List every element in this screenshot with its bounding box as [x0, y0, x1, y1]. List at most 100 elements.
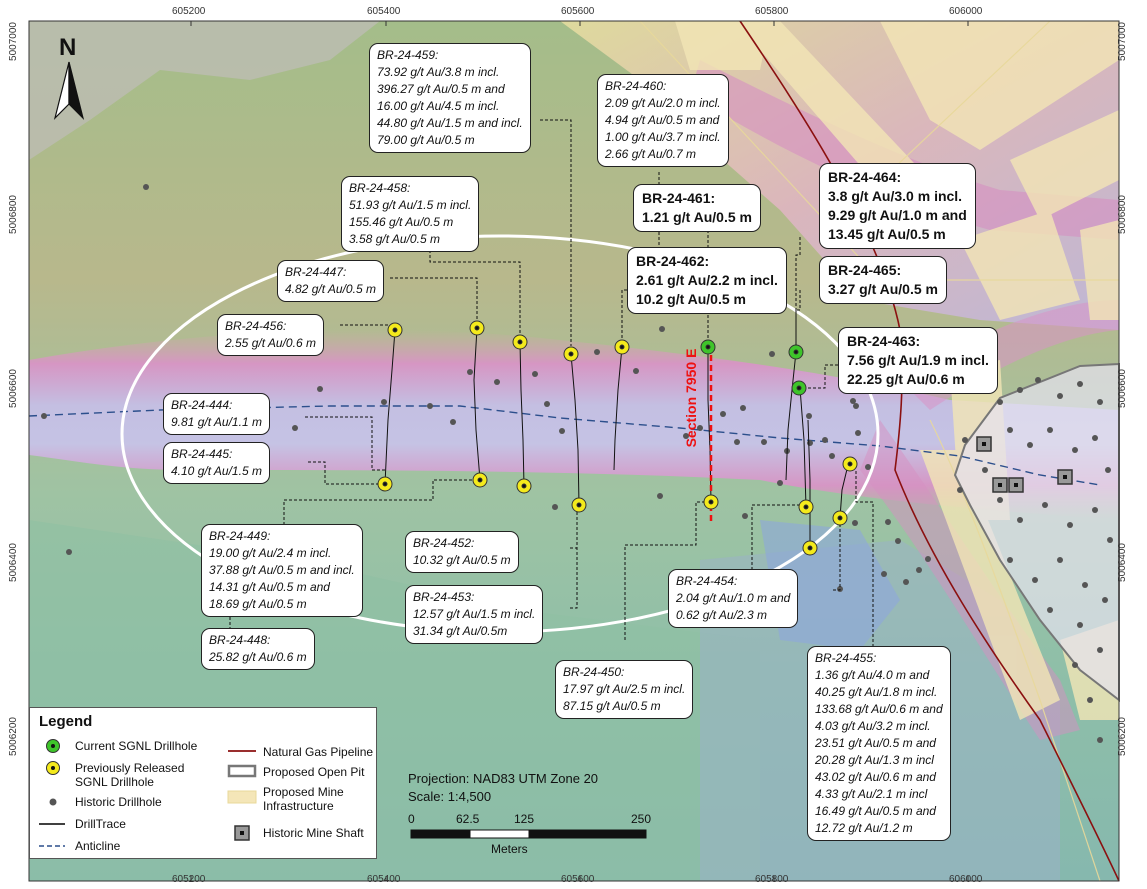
callout-line: BR-24-456: [225, 319, 287, 333]
callout-line: 3.8 g/t Au/3.0 m incl. [828, 188, 963, 204]
callout-line: BR-24-464: [828, 169, 902, 185]
callout-br-24-460: BR-24-460:2.09 g/t Au/2.0 m incl.4.94 g/… [597, 74, 729, 167]
legend-label-pipeline: Natural Gas Pipeline [263, 745, 374, 759]
callout-line: 14.31 g/t Au/0.5 m and [209, 580, 330, 594]
legend-label-anticline: Anticline [75, 839, 121, 853]
projection-text: Projection: NAD83 UTM Zone 20 [408, 771, 599, 786]
scale-unit: Meters [491, 842, 528, 856]
callout-br-24-453: BR-24-453:12.57 g/t Au/1.5 m incl.31.34 … [405, 585, 544, 644]
callout-br-24-462: BR-24-462:2.61 g/t Au/2.2 m incl.10.2 g/… [627, 247, 787, 314]
callout-line: 44.80 g/t Au/1.5 m and incl. [377, 116, 523, 130]
callout-line: 9.81 g/t Au/1.1 m [171, 415, 262, 429]
y-tick-left-4: 5006400 [7, 543, 19, 582]
legend-label-drilltrace: DrillTrace [75, 817, 126, 831]
historic-drillhole-icon [49, 798, 57, 806]
callout-line: BR-24-454: [676, 574, 738, 588]
callout-line: 133.68 g/t Au/0.6 m and [815, 702, 943, 716]
section-label: Section 7950 E [683, 348, 699, 448]
callout-line: BR-24-461: [642, 190, 716, 206]
callout-line: 16.00 g/t Au/4.5 m incl. [377, 99, 500, 113]
x-tick-top-5: 606000 [949, 6, 983, 17]
y-tick-right-1: 5007000 [1116, 22, 1128, 61]
y-tick-right-3: 5006600 [1116, 369, 1128, 408]
north-arrow-icon [53, 61, 85, 120]
callout-line: BR-24-453: [413, 590, 475, 604]
callout-br-24-449: BR-24-449:19.00 g/t Au/2.4 m incl.37.88 … [201, 524, 363, 617]
callout-line: 23.51 g/t Au/0.5 m and [815, 736, 936, 750]
y-tick-left-5: 5006200 [7, 717, 19, 756]
callout-line: 2.61 g/t Au/2.2 m incl. [636, 272, 778, 288]
callout-line: 2.55 g/t Au/0.6 m [225, 336, 316, 350]
callout-line: BR-24-459: [377, 48, 439, 62]
callout-line: BR-24-462: [636, 253, 710, 269]
callout-line: 1.00 g/t Au/3.7 m incl. [605, 130, 721, 144]
callout-line: 31.34 g/t Au/0.5m [413, 624, 508, 638]
callout-line: 17.97 g/t Au/2.5 m incl. [563, 682, 686, 696]
callout-line: BR-24-458: [349, 181, 411, 195]
x-tick-bottom-4: 605800 [755, 874, 789, 885]
projection-info: Projection: NAD83 UTM Zone 20 Scale: 1:4… [408, 770, 598, 806]
callout-line: BR-24-465: [828, 262, 902, 278]
historic-drillholes [41, 184, 1113, 743]
callout-br-24-444: BR-24-444: 9.81 g/t Au/1.1 m [163, 393, 270, 435]
legend-title: Legend [39, 713, 93, 730]
frame-ticks [190, 21, 969, 881]
callout-line: 16.49 g/t Au/0.5 m and [815, 804, 936, 818]
legend-label-open-pit: Proposed Open Pit [263, 765, 365, 779]
legend-label-historic: Historic Drillhole [75, 795, 162, 809]
callout-br-24-458: BR-24-458:51.93 g/t Au/1.5 m incl.155.46… [341, 176, 480, 252]
legend-label-previous: Previously Released SGNL Drillhole [75, 761, 185, 789]
callout-line: 37.88 g/t Au/0.5 m and incl. [209, 563, 355, 577]
callout-line: 20.28 g/t Au/1.3 m incl [815, 753, 934, 767]
callout-line: 2.09 g/t Au/2.0 m incl. [605, 96, 721, 110]
callout-line: BR-24-450: [563, 665, 625, 679]
x-tick-top-2: 605400 [367, 6, 401, 17]
callout-line: BR-24-448: [209, 633, 271, 647]
callout-line: BR-24-452: [413, 536, 475, 550]
callout-line: BR-24-444: [171, 398, 233, 412]
historic-mine-shafts [976, 436, 1073, 493]
x-tick-top-1: 605200 [172, 6, 206, 17]
callout-br-24-465: BR-24-465:3.27 g/t Au/0.5 m [819, 256, 947, 304]
callout-line: 51.93 g/t Au/1.5 m incl. [349, 198, 472, 212]
x-tick-bottom-1: 605200 [172, 874, 206, 885]
mine-infrastructure-icon [227, 790, 257, 804]
callout-line: 2.66 g/t Au/0.7 m [605, 147, 696, 161]
callout-br-24-448: BR-24-448: 25.82 g/t Au/0.6 m [201, 628, 315, 670]
y-tick-right-2: 5006800 [1116, 195, 1128, 234]
callout-line: 396.27 g/t Au/0.5 m and [377, 82, 505, 96]
callout-br-24-459: BR-24-459: 73.92 g/t Au/3.8 m incl. 396.27… [369, 43, 531, 153]
callout-line: 43.02 g/t Au/0.6 m and [815, 770, 936, 784]
callout-line: 13.45 g/t Au/0.5 m [828, 226, 946, 242]
callout-line: BR-24-455: [815, 651, 877, 665]
callout-line: 73.92 g/t Au/3.8 m incl. [377, 65, 500, 79]
callout-line: 9.29 g/t Au/1.0 m and [828, 207, 967, 223]
scale-bar [410, 829, 647, 839]
callout-br-24-463: BR-24-463:7.56 g/t Au/1.9 m incl.22.25 g… [838, 327, 998, 394]
callout-br-24-452: BR-24-452: 10.32 g/t Au/0.5 m [405, 531, 519, 573]
green-drillhole-icon [46, 739, 60, 753]
drill-trace-icon [39, 823, 65, 825]
callout-line: 4.82 g/t Au/0.5 m [285, 282, 376, 296]
callout-line: 4.33 g/t Au/2.1 m incl [815, 787, 928, 801]
callout-br-24-447: BR-24-447:4.82 g/t Au/0.5 m [277, 260, 384, 302]
callout-line: 25.82 g/t Au/0.6 m [209, 650, 307, 664]
y-tick-left-1: 5007000 [7, 22, 19, 61]
x-tick-bottom-3: 605600 [561, 874, 595, 885]
callout-line: 87.15 g/t Au/0.5 m [563, 699, 661, 713]
callout-br-24-445: BR-24-445:4.10 g/t Au/1.5 m [163, 442, 270, 484]
x-tick-top-3: 605600 [561, 6, 595, 17]
y-tick-left-3: 5006600 [7, 369, 19, 408]
scale-tick-0: 0 [408, 812, 415, 826]
y-tick-right-4: 5006400 [1116, 543, 1128, 582]
open-pit-outline [953, 362, 1120, 703]
callout-line: 10.32 g/t Au/0.5 m [413, 553, 511, 567]
callout-line: 0.62 g/t Au/2.3 m [676, 608, 767, 622]
pipeline-icon [228, 750, 256, 752]
y-tick-left-2: 5006800 [7, 195, 19, 234]
scale-tick-250: 250 [631, 812, 652, 826]
scale-tick-62: 62.5 [456, 812, 480, 826]
legend-label-current: Current SGNL Drillhole [75, 739, 198, 753]
